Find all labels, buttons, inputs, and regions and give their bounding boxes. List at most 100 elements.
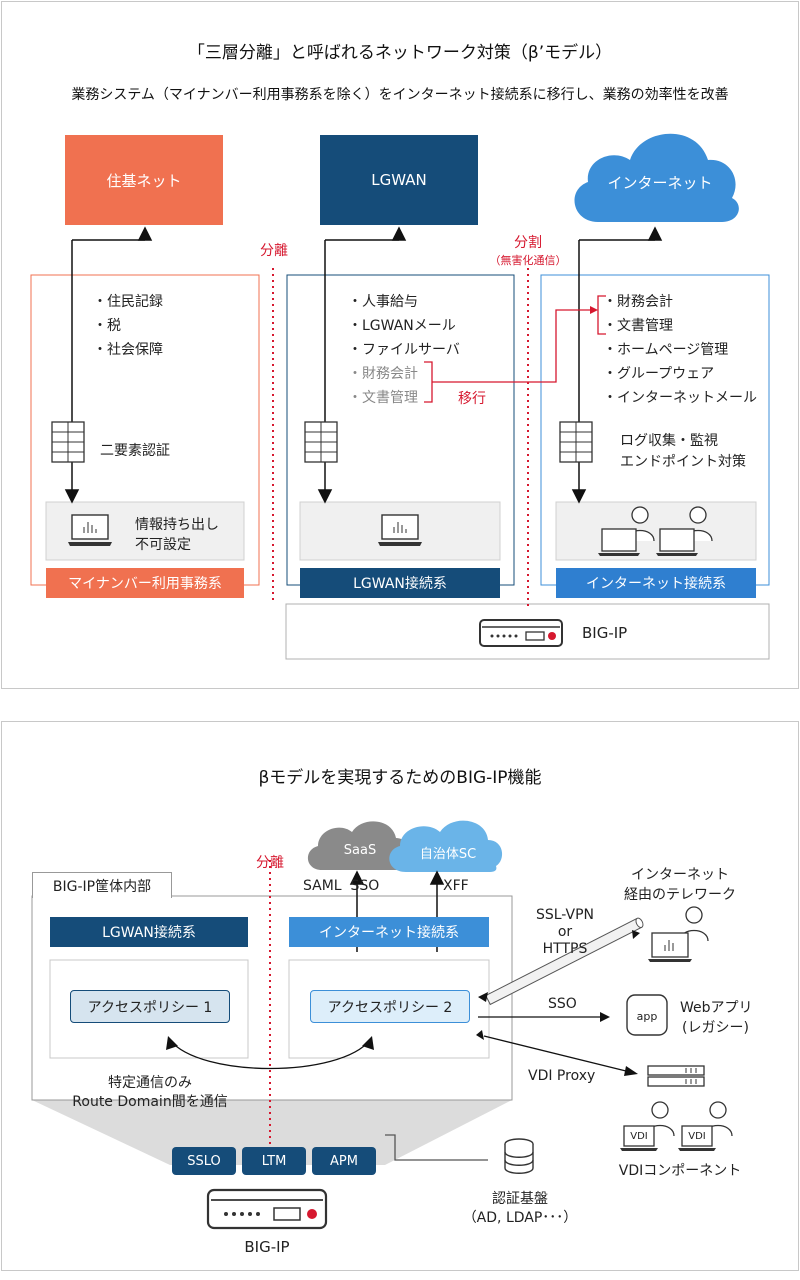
- module-ltm-label: LTM: [261, 1153, 287, 1169]
- bigip-label-diagram1: BIG-IP: [582, 624, 628, 642]
- module-ltm: LTM: [242, 1147, 306, 1175]
- lgwan-moved-item: ・財務会計: [348, 366, 418, 382]
- vdi-screen-tag-2: VDI: [688, 1131, 706, 1142]
- chassis-tab-label: BIG-IP筐体内部: [52, 878, 152, 895]
- separation-note-2: （無害化通信）: [489, 254, 567, 267]
- ssl-or-label: or: [557, 924, 573, 940]
- lgwan-connection-label: LGWAN接続系: [102, 925, 196, 941]
- mynumber-item: ・税: [93, 318, 121, 334]
- jichitai-sc-cloud-shape: [389, 820, 503, 872]
- auth-base-label-2: （AD, LDAP･･･）: [462, 1210, 578, 1226]
- lgwan-item-list: ・人事給与 ・LGWANメール ・ファイルサーバ ・財務会計 ・文書管理: [348, 290, 460, 410]
- vdi-screen-tag-1: VDI: [630, 1131, 648, 1142]
- saml-sso-label: SAML SSO: [303, 878, 380, 894]
- route-note-2: Route Domain間を通信: [72, 1094, 228, 1110]
- lgwan-label: LGWAN: [371, 171, 427, 189]
- migration-arrow-head: [590, 306, 598, 314]
- mynumber-zone-footer: マイナンバー利用事務系: [46, 568, 244, 598]
- lgwan-client-arrow-head: [317, 489, 333, 504]
- auth-connector-line: [385, 1134, 488, 1161]
- diagram2-title: βモデルを実現するためのBIG-IP機能: [258, 768, 542, 788]
- separation-label-1: 分離: [260, 243, 288, 259]
- vdi-server-icon: [647, 1065, 705, 1087]
- lgwan-moved-item: ・文書管理: [348, 390, 418, 406]
- internet-cloud-shape: [574, 133, 739, 222]
- internet-gateway-icon: [559, 421, 593, 463]
- app-icon-label: app: [636, 1010, 658, 1023]
- module-apm: APM: [312, 1147, 376, 1175]
- internet-cloud-label: インターネット: [607, 174, 713, 192]
- internet-item: ・インターネットメール: [603, 390, 757, 406]
- internet-client-arrow-head: [571, 489, 587, 504]
- lgwan-connection-bar: LGWAN接続系: [50, 917, 248, 947]
- mynumber-item: ・住民記録: [93, 294, 163, 310]
- ssl-arrow-head: [478, 992, 488, 1002]
- lgwan-item: ・ファイルサーバ: [348, 342, 460, 358]
- juki-arrow-head: [137, 226, 153, 241]
- chassis-tab: BIG-IP筐体内部: [32, 872, 172, 898]
- https-label: HTTPS: [542, 941, 588, 957]
- vdi-component-label: VDIコンポーネント: [618, 1163, 742, 1179]
- mynumber-item-list: ・住民記録 ・税 ・社会保障: [93, 290, 163, 362]
- telework-label-1: インターネット: [631, 867, 729, 883]
- mynumber-client-arrow-head: [64, 489, 80, 504]
- telework-user-icon: [648, 906, 709, 962]
- webapp-label-2: (レガシー): [682, 1020, 749, 1036]
- mynumber-client-label-2: 不可設定: [135, 537, 191, 553]
- internet-user-icon-2: [656, 506, 713, 556]
- internet-moved-item: ・財務会計: [603, 294, 673, 310]
- sso-label: SSO: [548, 996, 577, 1012]
- telework-label-2: 経由のテレワーク: [624, 887, 736, 903]
- module-sslo-label: SSLO: [187, 1153, 221, 1169]
- migration-label: 移行: [458, 391, 486, 407]
- saml-arrow-head: [349, 870, 365, 885]
- diagram1-title: 「三層分離」と呼ばれるネットワーク対策（β’モデル）: [187, 43, 613, 63]
- xff-label: XFF: [443, 878, 469, 894]
- xff-arrow-head: [429, 870, 445, 885]
- mynumber-item: ・社会保障: [93, 342, 163, 358]
- bigip-appliance-icon-2: [206, 1188, 328, 1230]
- saas-cloud-label: SaaS: [343, 843, 377, 858]
- route-domain-arrow: [169, 1039, 371, 1070]
- bigip-label-diagram2: BIG-IP: [244, 1238, 290, 1256]
- access-policy-2[interactable]: アクセスポリシー 2: [310, 990, 470, 1023]
- log-monitoring-label: ログ収集・監視: [620, 433, 718, 449]
- internet-connection-bar: インターネット接続系: [289, 917, 489, 947]
- vdi-user-icon-2: [678, 1101, 733, 1151]
- lgwan-laptop-icon: [378, 514, 422, 546]
- access-policy-2-label: アクセスポリシー 2: [327, 999, 453, 1016]
- bigip-appliance-icon: [479, 619, 563, 647]
- lgwan-node: LGWAN: [320, 135, 478, 225]
- internet-item: ・グループウェア: [603, 366, 715, 382]
- lgwan-item: ・人事給与: [348, 294, 418, 310]
- diagram1-graphics: [30, 133, 770, 660]
- diagram1-subtitle: 業務システム（マイナンバー利用事務系を除く）をインターネット接続系に移行し、業務…: [71, 87, 729, 103]
- vdi-proxy-label: VDI Proxy: [528, 1068, 596, 1084]
- lgwan-zone-footer: LGWAN接続系: [300, 568, 500, 598]
- module-apm-label: APM: [330, 1153, 358, 1169]
- internet-item-list: ・財務会計 ・文書管理 ・ホームページ管理 ・グループウェア ・インターネットメ…: [603, 290, 757, 410]
- mynumber-laptop-icon: [68, 514, 112, 546]
- vdi-user-icon-1: [620, 1101, 675, 1151]
- juki-net-label: 住基ネット: [106, 171, 182, 190]
- separation-label-2: 分割: [514, 235, 542, 251]
- app-icon: [626, 994, 668, 1036]
- route-note-1: 特定通信のみ: [108, 1075, 192, 1091]
- lgwan-item: ・LGWANメール: [348, 318, 456, 334]
- lgwan-zone-footer-label: LGWAN接続系: [353, 576, 447, 592]
- internet-user-icon-1: [598, 506, 655, 556]
- sso-arrow-head: [600, 1012, 610, 1022]
- endpoint-security-label: エンドポイント対策: [620, 454, 746, 470]
- migrated-bracket: [597, 295, 606, 335]
- lgwan-gateway-icon: [304, 421, 338, 463]
- mynumber-client-label-1: 情報持ち出し: [135, 517, 219, 533]
- access-policy-1[interactable]: アクセスポリシー 1: [70, 990, 230, 1023]
- internet-connection-label: インターネット接続系: [319, 925, 459, 941]
- chassis-funnel-shade: [32, 1100, 512, 1165]
- two-factor-auth-label: 二要素認証: [100, 443, 170, 459]
- access-policy-1-label: アクセスポリシー 1: [87, 999, 213, 1016]
- internet-zone-footer: インターネット接続系: [556, 568, 756, 598]
- ssl-tunnel: [485, 917, 644, 1006]
- internet-moved-item: ・文書管理: [603, 318, 673, 334]
- mynumber-gateway-icon: [51, 421, 85, 463]
